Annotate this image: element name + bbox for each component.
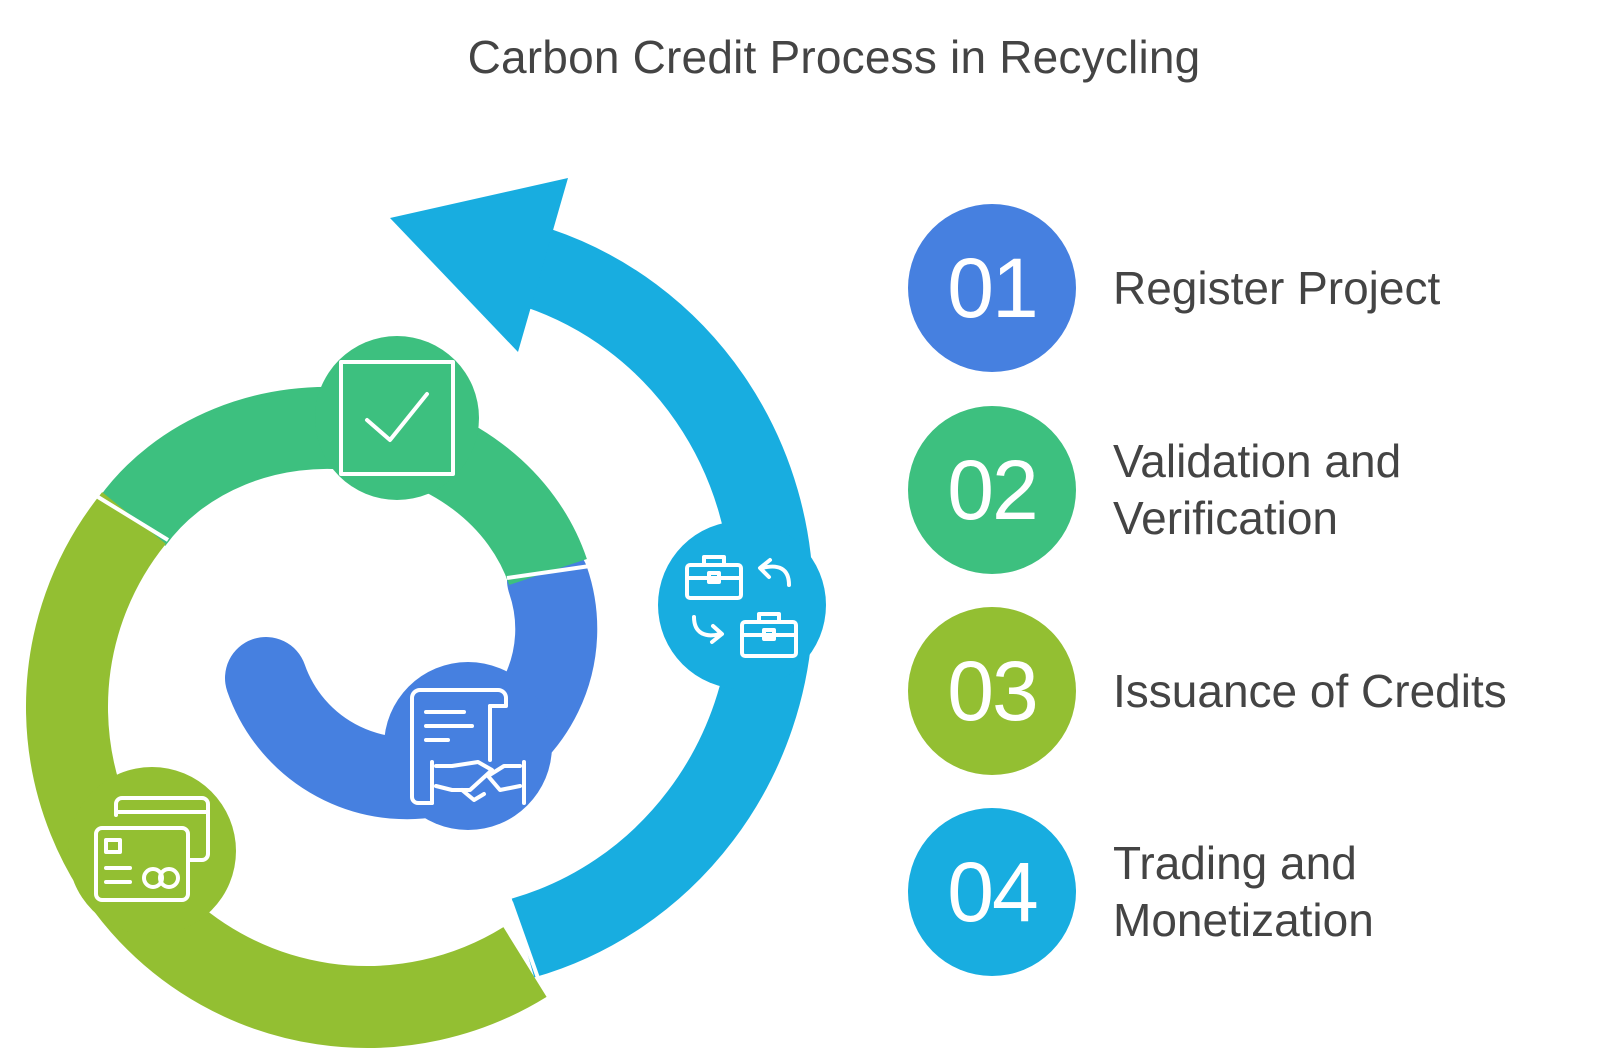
segment-divider	[96, 495, 170, 542]
issuance-node	[68, 767, 236, 935]
segment-divider	[506, 564, 591, 580]
step-issuance: 03 Issuance of Credits	[908, 607, 1588, 775]
briefcase-exchange-icon	[685, 555, 798, 658]
step-register: 01 Register Project	[908, 204, 1588, 372]
step-label: Validation and Verification	[1113, 435, 1402, 544]
step-label: Trading and Monetization	[1113, 837, 1374, 946]
step-label: Register Project	[1113, 261, 1441, 314]
contract-handshake-icon	[410, 688, 526, 805]
step-number-badge: 02	[908, 406, 1076, 574]
validation-node	[315, 336, 479, 500]
step-label: Issuance of Credits	[1113, 664, 1507, 717]
segment-divider	[509, 901, 540, 979]
checkbox-check-icon	[339, 360, 455, 476]
spiral-diagram	[26, 178, 826, 1048]
spiral-arrowhead	[390, 178, 568, 352]
credit-cards-icon	[94, 796, 210, 902]
step-trading: 04 Trading and Monetization	[908, 808, 1588, 976]
diagram-title: Carbon Credit Process in Recycling	[467, 31, 1201, 83]
step-validation: 02 Validation and Verification	[908, 406, 1588, 574]
step-number-badge: 01	[908, 204, 1076, 372]
trading-node	[658, 521, 826, 689]
register-node	[384, 662, 552, 830]
step-number-badge: 04	[908, 808, 1076, 976]
step-number-badge: 03	[908, 607, 1076, 775]
